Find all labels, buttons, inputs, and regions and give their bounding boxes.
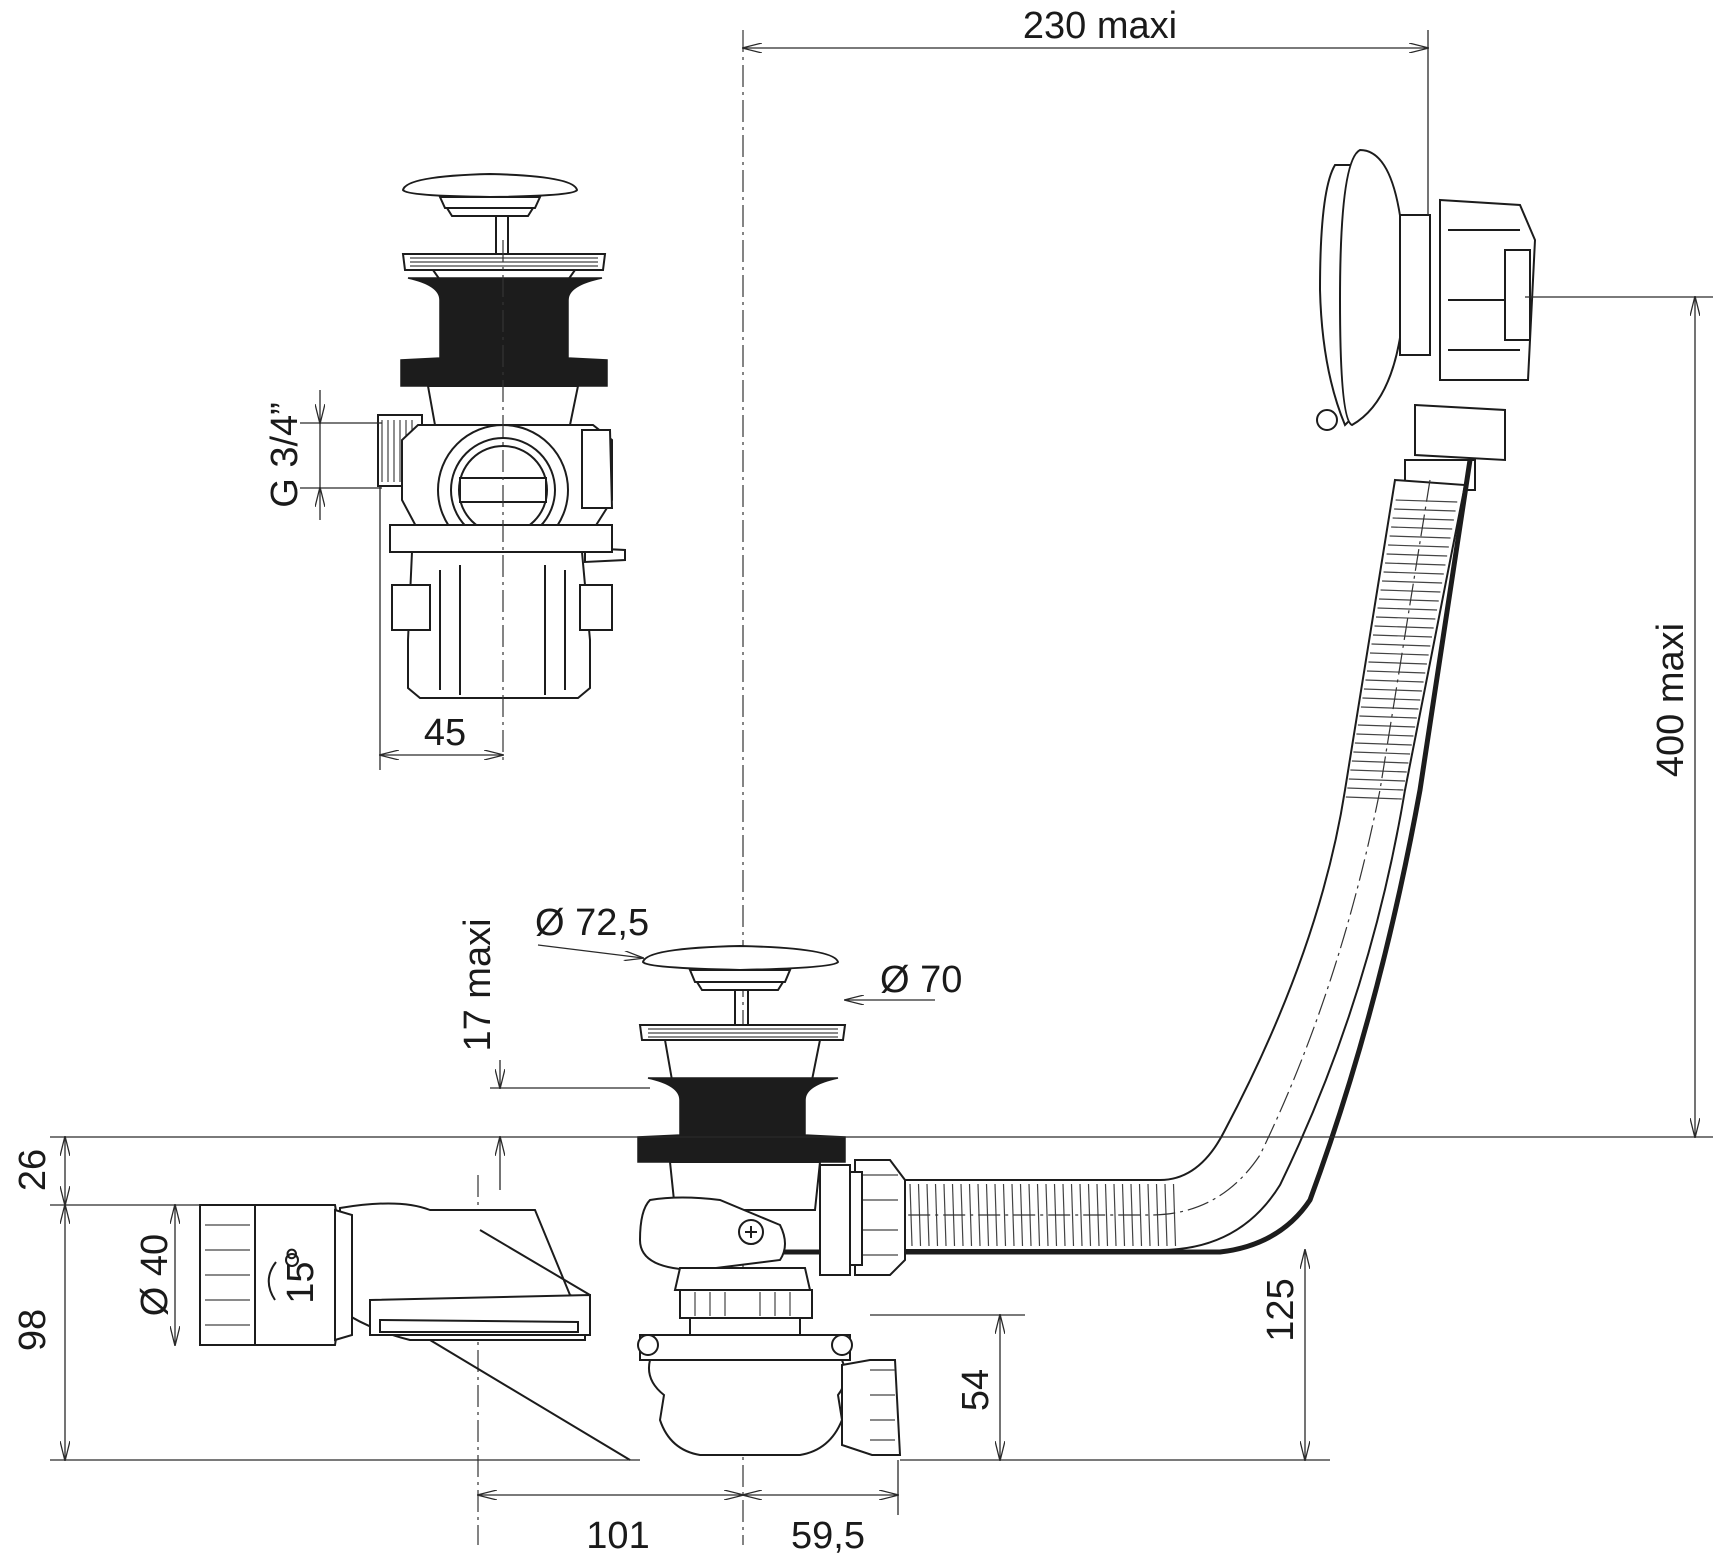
- label-15: 15°: [280, 1246, 322, 1303]
- dim-thread: G 3/4”: [264, 390, 382, 520]
- dim-17: 17 maxi: [457, 918, 650, 1190]
- label-45: 45: [424, 712, 466, 754]
- label-125: 125: [1260, 1278, 1302, 1341]
- label-dia-40: Ø 40: [134, 1234, 176, 1316]
- label-26: 26: [12, 1149, 54, 1191]
- dim-230: 230 maxi: [743, 5, 1428, 215]
- dim-outlet: Ø 40 15°: [134, 1205, 322, 1345]
- label-54: 54: [955, 1369, 997, 1411]
- dim-45: 45: [380, 486, 503, 770]
- label-dia-72-5: Ø 72,5: [535, 902, 649, 944]
- waste-front-view: [377, 172, 626, 762]
- overflow-unit: [1316, 148, 1537, 491]
- hose-assembly: [780, 459, 1473, 1255]
- waste-side-view: [637, 944, 906, 1456]
- label-dia-70: Ø 70: [880, 959, 962, 1001]
- dim-125: 125: [900, 1250, 1330, 1460]
- label-17: 17 maxi: [457, 918, 499, 1051]
- dim-bottom-widths: 101 59,5: [478, 1460, 898, 1557]
- label-98: 98: [12, 1309, 54, 1351]
- label-400: 400 maxi: [1650, 623, 1692, 777]
- label-59-5: 59,5: [791, 1515, 865, 1557]
- dim-diameters: Ø 72,5 Ø 70: [535, 902, 962, 1001]
- dim-400: 400 maxi: [1525, 297, 1713, 1137]
- label-101: 101: [586, 1515, 649, 1557]
- outlet-elbow: [199, 1202, 631, 1461]
- label-230: 230 maxi: [1023, 5, 1177, 47]
- dim-left-heights: 26 98: [12, 1137, 640, 1460]
- dim-54: 54: [870, 1315, 1025, 1460]
- label-thread: G 3/4”: [264, 402, 306, 508]
